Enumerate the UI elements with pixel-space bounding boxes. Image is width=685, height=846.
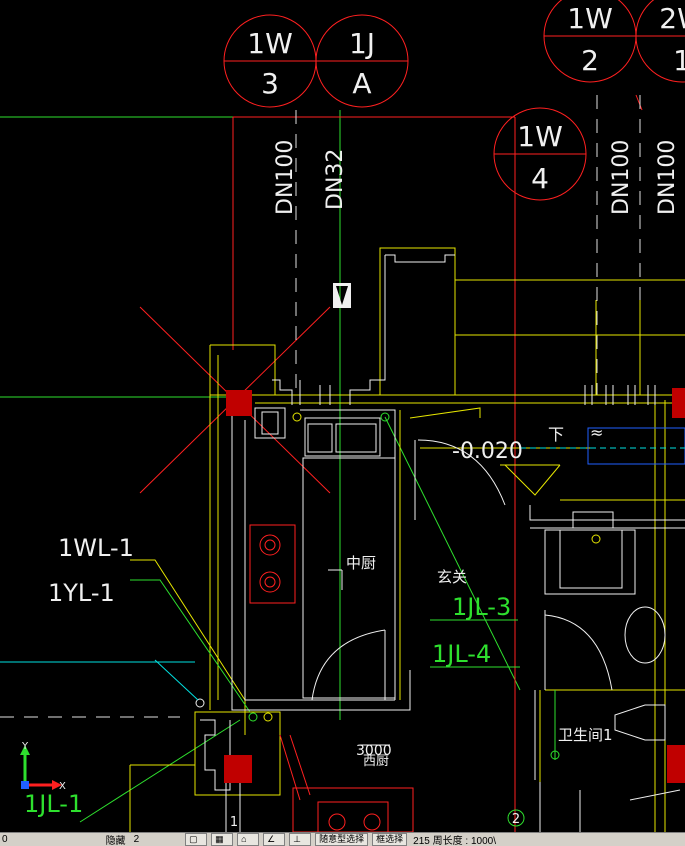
dimension-3000: 3000 [356,743,392,759]
down-label: 下 [548,425,564,444]
zoom-readout: 215 周长度 : 1000\ [413,836,496,846]
stair-mark: ≈ [590,423,603,442]
elevation-label: -0.020 [452,439,523,464]
gas-range [249,524,389,832]
axis-y-label: Y [21,741,29,752]
red-frame-lines [139,94,643,832]
object-snap-toggle-icon[interactable]: ⊥ [289,833,312,846]
ortho-toggle-icon[interactable]: ⌂ [237,833,260,846]
bubble-1w-3-top: 1W [247,27,293,60]
cyan-lines [154,427,685,708]
bubble-1j-a [315,14,409,108]
pipe-size-dn100-c: DN100 [655,140,680,215]
bubble-1w-3-bottom: 3 [261,67,279,100]
white-walls [200,254,685,832]
grid-bubbles [223,0,685,201]
bubble-2w-1-top: 2W [659,2,685,35]
grid-toggle-icon[interactable]: ▦ [211,833,234,846]
green-guide-lines [0,110,521,823]
status-bar: 0 隐藏 2 ▢ ▦ ⌂ ∠ ⊥ 随意型选择 框选择 215 周长度 : 100… [0,832,685,846]
mode-readout: 2 [133,834,140,845]
bubble-1w-4 [493,107,587,201]
ucs-axis-icon: Y X [20,741,66,792]
coordinates-readout: 0 [2,834,8,845]
bubble-1j-a-top: 1J [349,27,375,60]
pipe-label-1jl-1: 1JL-1 [24,790,83,818]
pipe-label-1jl-3: 1JL-3 [452,593,511,621]
room-entry: 玄关 [437,568,467,586]
pipe-label-1jl-4: 1JL-4 [432,640,491,668]
room-bathroom: 卫生间1 [558,726,613,744]
bubble-1w-4-bottom: 4 [531,162,549,195]
bottom-marker-2: 2 [512,812,520,827]
room-west-kitchen: 西厨 [363,754,389,769]
pick-mode-button[interactable]: 框选择 [372,833,408,846]
room-kitchen: 中厨 [346,554,376,572]
green-pipes [130,412,560,827]
hide-label: 隐藏 [105,836,126,846]
axis-x-label: X [59,781,66,792]
pipe-size-dn32: DN32 [323,149,348,210]
bubble-1j-a-bottom: A [352,67,371,100]
bubble-2w-1 [635,0,685,83]
bubble-2w-1-bottom: 1 [673,44,685,77]
snap-toggle-icon[interactable]: ▢ [185,833,208,846]
pipe-size-dn100-a: DN100 [273,140,298,215]
bubble-1w-4-top: 1W [517,120,563,153]
pipe-label-1wl-1: 1WL-1 [58,534,134,562]
bubble-1w-2-top: 1W [567,2,613,35]
pipe-size-dn100-b: DN100 [609,140,634,215]
riser-arrow-icon [333,283,351,308]
structural-columns [224,388,685,783]
bottom-marker-1: 1 [230,815,238,830]
yellow-walls [129,247,685,832]
pipe-label-1yl-1: 1YL-1 [48,579,115,607]
bubble-1w-2-bottom: 2 [581,44,599,77]
select-mode-button[interactable]: 随意型选择 [315,833,369,846]
polar-toggle-icon[interactable]: ∠ [263,833,286,846]
